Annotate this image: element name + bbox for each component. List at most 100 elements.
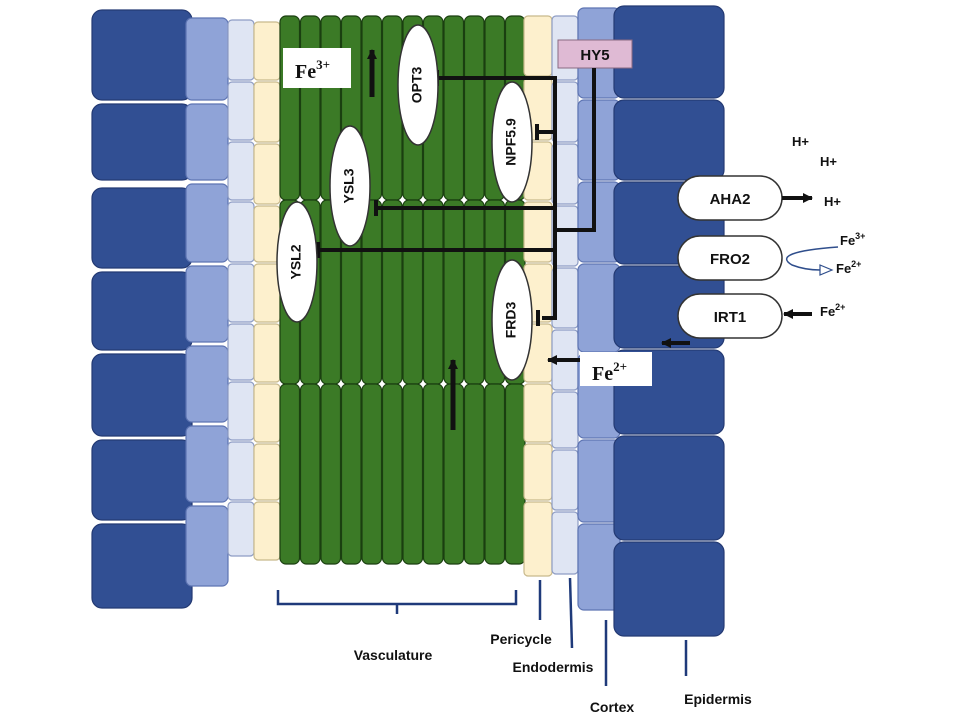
pericycle-cell bbox=[253, 81, 281, 143]
fe2-irt1-label: Fe2+ bbox=[820, 302, 845, 319]
endodermis-cell bbox=[227, 141, 255, 201]
pericycle-cell bbox=[253, 383, 281, 443]
pericycle-cell bbox=[523, 15, 553, 77]
vasculature-cell bbox=[381, 199, 403, 385]
npf5-9-transporter: NPF5.9 bbox=[491, 81, 533, 203]
root-cell-layers bbox=[91, 5, 725, 637]
vasculature-cell bbox=[443, 199, 465, 385]
fro2-label: FRO2 bbox=[710, 251, 750, 268]
endodermis-cell bbox=[551, 391, 579, 449]
epidermis-cell bbox=[91, 9, 193, 101]
proton-label-2: H+ bbox=[820, 154, 837, 169]
pericycle-cell bbox=[253, 263, 281, 323]
endodermis-cell bbox=[551, 511, 579, 575]
cortex-cell bbox=[185, 425, 229, 503]
epidermis-cell bbox=[91, 271, 193, 351]
fe2-main-box bbox=[580, 352, 652, 386]
epidermis-label: Epidermis bbox=[684, 691, 752, 707]
pericycle-label: Pericycle bbox=[490, 631, 552, 647]
endodermis-cell bbox=[227, 201, 255, 263]
epidermis-cell bbox=[91, 353, 193, 437]
pericycle-cell bbox=[523, 383, 553, 443]
regulation-overlay: Fe3+ HY5 OPT3 NPF5.9 bbox=[276, 24, 865, 715]
cortex-cell bbox=[185, 183, 229, 263]
vasculature-cell bbox=[320, 383, 342, 565]
pericycle-cell bbox=[523, 501, 553, 577]
vasculature-bracket bbox=[276, 590, 518, 614]
vasculature-cell bbox=[463, 15, 485, 201]
endodermis-label: Endodermis bbox=[513, 659, 594, 675]
endodermis-cell bbox=[551, 449, 579, 511]
vasculature-cell bbox=[484, 383, 506, 565]
endodermis-cell bbox=[227, 263, 255, 323]
frd3-transporter: FRD3 bbox=[491, 259, 533, 381]
endodermis-cell bbox=[227, 19, 255, 81]
svg-text:YSL2: YSL2 bbox=[288, 244, 304, 279]
fro2-reduction-curve bbox=[785, 246, 839, 271]
vasculature-cell bbox=[381, 383, 403, 565]
pericycle-cell bbox=[523, 201, 553, 263]
proton-label-3: H+ bbox=[824, 194, 841, 209]
cortex-cell bbox=[185, 345, 229, 423]
fe3-external-label: Fe3+ bbox=[840, 231, 865, 248]
cortex-label: Cortex bbox=[590, 699, 635, 715]
fe2-main-label: Fe2+ bbox=[592, 359, 627, 385]
vasculature-cell bbox=[422, 383, 444, 565]
vasculature-cell bbox=[463, 383, 485, 565]
vasculature-cell bbox=[402, 383, 424, 565]
svg-text:OPT3: OPT3 bbox=[409, 67, 425, 104]
endodermis-cell bbox=[227, 81, 255, 141]
svg-text:YSL3: YSL3 bbox=[341, 168, 357, 203]
vasculature-cell bbox=[443, 15, 465, 201]
epidermis-cell bbox=[613, 541, 725, 637]
hy5-regulatory-lines bbox=[316, 68, 596, 326]
vasculature-cell bbox=[279, 383, 301, 565]
vasculature-cell bbox=[463, 199, 485, 385]
endodermis-cell bbox=[227, 501, 255, 557]
cortex-cell bbox=[185, 505, 229, 587]
vasculature-cell bbox=[504, 383, 526, 565]
epidermis-cell bbox=[91, 103, 193, 181]
epidermis-cell bbox=[91, 187, 193, 269]
irt1-label: IRT1 bbox=[714, 309, 747, 326]
vasculature-cell bbox=[279, 15, 301, 201]
fe3-vasculature-box bbox=[283, 48, 351, 88]
hy5-box bbox=[557, 39, 633, 69]
fro2-reductase bbox=[677, 235, 783, 281]
pericycle-cell bbox=[253, 323, 281, 383]
cortex-cell bbox=[185, 265, 229, 343]
aha2-label: AHA2 bbox=[710, 191, 751, 208]
cortex-cell bbox=[185, 103, 229, 181]
pericycle-cell bbox=[253, 143, 281, 205]
endodermis-cell bbox=[227, 441, 255, 501]
vasculature-label: Vasculature bbox=[354, 647, 433, 663]
epidermis-cell bbox=[613, 99, 725, 181]
hy5-main-line bbox=[555, 68, 596, 232]
ysl3-transporter: YSL3 bbox=[329, 125, 371, 247]
opt3-transporter: OPT3 bbox=[397, 24, 439, 146]
cortex-cell bbox=[185, 17, 229, 101]
vasculature-cell bbox=[299, 383, 321, 565]
ysl2-transporter: YSL2 bbox=[276, 201, 318, 323]
epidermis-cell bbox=[91, 523, 193, 609]
epidermis-cell bbox=[91, 439, 193, 521]
irt1-transporter bbox=[677, 293, 783, 339]
svg-text:FRD3: FRD3 bbox=[503, 302, 519, 339]
fro2-reduction-arrowhead bbox=[819, 264, 834, 276]
hy5-label: HY5 bbox=[580, 47, 609, 64]
endodermis-cell bbox=[227, 323, 255, 381]
vasculature-cell bbox=[402, 199, 424, 385]
proton-label-1: H+ bbox=[792, 134, 809, 149]
pericycle-cell bbox=[253, 205, 281, 263]
vasculature-cell bbox=[361, 383, 383, 565]
pericycle-cell bbox=[523, 443, 553, 501]
vasculature-cell bbox=[340, 383, 362, 565]
endodermis-cell bbox=[227, 381, 255, 441]
vasculature-cell bbox=[422, 199, 444, 385]
endodermis-pointer bbox=[568, 577, 574, 649]
fe3-vasculature-label: Fe3+ bbox=[295, 57, 330, 83]
pericycle-cell bbox=[253, 501, 281, 561]
vasculature-cell bbox=[299, 15, 321, 201]
pericycle-cell bbox=[253, 443, 281, 501]
